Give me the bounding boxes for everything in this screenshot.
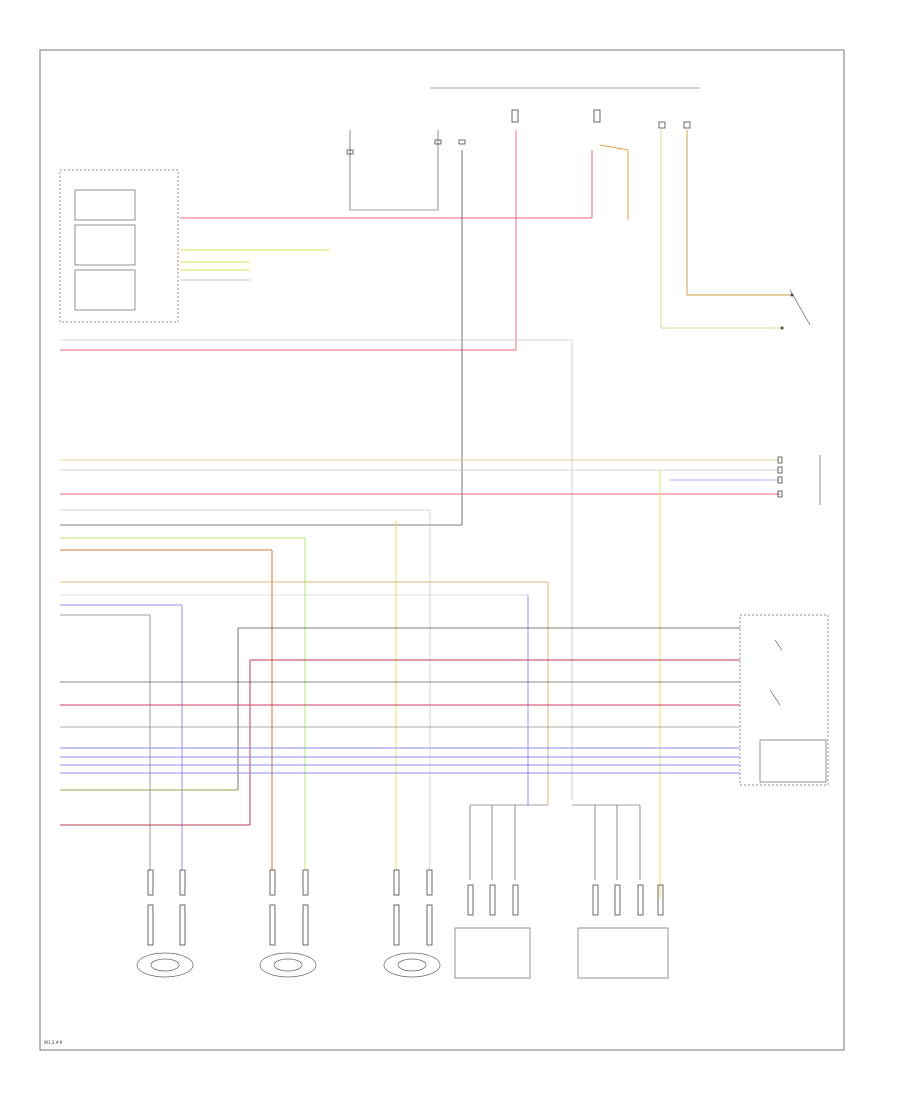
upper-connector-group: [346, 130, 466, 211]
wheel-sensor-3: [383, 869, 441, 978]
brake-switch: [780, 289, 811, 330]
height-sensor-left: [454, 804, 548, 979]
wire-orange-right: [599, 144, 629, 151]
right-connector: [777, 455, 821, 505]
wheel-sensor-2: [259, 869, 317, 978]
instrument-cluster: [59, 169, 179, 323]
abs-module: [739, 614, 829, 786]
fuse-group: [430, 87, 700, 129]
height-sensor-right: [572, 804, 669, 979]
footer-label: W1.2 ##: [44, 1040, 63, 1045]
diagram-frame: [39, 49, 845, 1051]
wheel-sensor-1: [136, 869, 194, 978]
wire-set: [60, 130, 790, 900]
